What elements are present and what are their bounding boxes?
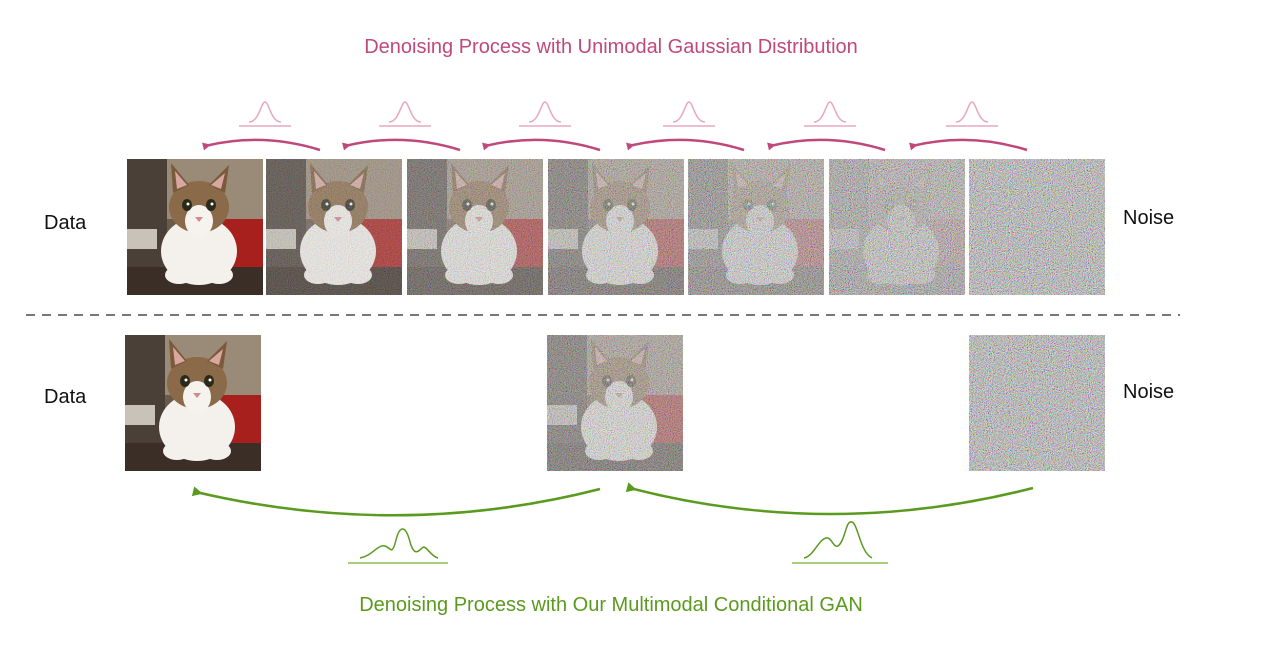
unimodal-frame-1 bbox=[127, 159, 263, 295]
unimodal-arrow-1 bbox=[202, 138, 321, 152]
multimodal-arrow-1 bbox=[191, 486, 601, 517]
unimodal-gaussian-icon-6 bbox=[955, 101, 989, 123]
unimodal-frame-6 bbox=[829, 159, 965, 295]
unimodal-image-row bbox=[127, 159, 1105, 295]
unimodal-frame-4 bbox=[548, 159, 684, 295]
data-label-bottom: Data bbox=[44, 386, 87, 408]
data-label-top: Data bbox=[44, 212, 87, 234]
multimodal-distribution-icon-1 bbox=[359, 528, 439, 559]
unimodal-frame-3 bbox=[407, 159, 543, 295]
unimodal-arrow-4 bbox=[626, 138, 745, 152]
multimodal-frame-1 bbox=[125, 335, 261, 471]
multimodal-arrows bbox=[191, 482, 1034, 564]
multimodal-distribution-icon-2 bbox=[803, 521, 873, 559]
unimodal-arrow-5 bbox=[767, 138, 886, 152]
unimodal-gaussian-icon-3 bbox=[528, 101, 562, 123]
unimodal-gaussian-icon-2 bbox=[388, 101, 422, 123]
unimodal-gaussian-icon-1 bbox=[248, 101, 282, 123]
unimodal-process-title: Denoising Process with Unimodal Gaussian… bbox=[364, 36, 858, 58]
multimodal-process-title: Denoising Process with Our Multimodal Co… bbox=[359, 594, 863, 616]
unimodal-frame-7 bbox=[969, 159, 1105, 295]
unimodal-arrows bbox=[202, 101, 1028, 152]
multimodal-arrow-2 bbox=[625, 482, 1034, 516]
unimodal-gaussian-icon-5 bbox=[813, 101, 847, 123]
unimodal-arrow-3 bbox=[482, 138, 601, 152]
multimodal-image-row bbox=[125, 335, 1105, 471]
multimodal-frame-2 bbox=[547, 335, 683, 471]
noise-label-top: Noise bbox=[1123, 207, 1175, 229]
noise-label-bottom: Noise bbox=[1123, 381, 1175, 403]
unimodal-arrow-6 bbox=[909, 138, 1028, 152]
unimodal-arrow-2 bbox=[342, 138, 461, 152]
multimodal-frame-3 bbox=[969, 335, 1105, 471]
unimodal-frame-5 bbox=[688, 159, 824, 295]
unimodal-frame-2 bbox=[266, 159, 402, 295]
unimodal-gaussian-icon-4 bbox=[672, 101, 706, 123]
